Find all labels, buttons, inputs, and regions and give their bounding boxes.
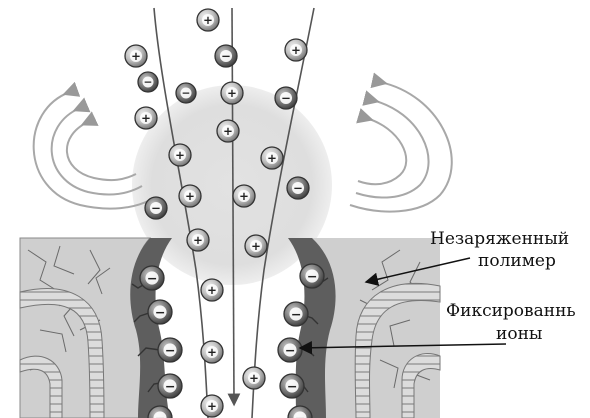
positive-ion: + (233, 185, 255, 207)
uncharged-polymer-label-line2: полимер (478, 251, 556, 271)
right-swirl-arrows (350, 82, 452, 212)
plus-sign: + (175, 148, 185, 162)
left-swirl-arrows (34, 92, 150, 209)
minus-sign: − (182, 88, 191, 100)
plus-sign: + (291, 43, 301, 57)
positive-ion: + (285, 39, 307, 61)
fixed-negative-ion: − (140, 266, 164, 290)
positive-ion: + (201, 279, 223, 301)
minus-sign: − (291, 306, 302, 321)
positive-ion: + (197, 9, 219, 31)
minus-sign: − (281, 91, 291, 105)
positive-ion: + (179, 185, 201, 207)
minus-sign: − (165, 378, 176, 393)
positive-ion: + (201, 341, 223, 363)
positive-ion: + (201, 395, 223, 417)
minus-sign: − (147, 270, 158, 285)
positive-ion: + (221, 82, 243, 104)
minus-sign: − (165, 342, 176, 357)
uncharged-polymer-label-line1: Незаряженный (430, 229, 569, 249)
minus-sign: − (285, 342, 296, 357)
plus-sign: + (267, 151, 277, 165)
plus-sign: + (227, 86, 237, 100)
plus-sign: + (131, 49, 141, 63)
negative-ion: − (138, 72, 158, 92)
minus-sign: − (221, 49, 231, 63)
plus-sign: + (223, 124, 233, 138)
positive-ion: + (135, 107, 157, 129)
positive-ion: + (217, 120, 239, 142)
minus-sign: − (155, 410, 166, 418)
fixed-ions-label-line1: Фиксированнь (446, 301, 576, 321)
fixed-negative-ion: − (278, 338, 302, 362)
negative-ion: − (275, 87, 297, 109)
positive-ion: + (245, 235, 267, 257)
plus-sign: + (239, 189, 249, 203)
negative-ion: − (176, 83, 196, 103)
fixed-ions-label-line2: ионы (496, 324, 542, 344)
plus-sign: + (249, 371, 259, 385)
plus-sign: + (141, 111, 151, 125)
negative-ion: − (215, 45, 237, 67)
minus-sign: − (155, 304, 166, 319)
plus-sign: + (193, 233, 203, 247)
positive-ion: + (169, 144, 191, 166)
fixed-negative-ion: − (148, 300, 172, 324)
fixed-negative-ion: − (158, 374, 182, 398)
minus-sign: − (307, 268, 318, 283)
negative-ion: − (145, 197, 167, 219)
positive-ion: + (125, 45, 147, 67)
negative-ion: − (287, 177, 309, 199)
plus-sign: + (207, 399, 217, 413)
minus-sign: − (144, 77, 153, 89)
plus-sign: + (203, 13, 213, 27)
plus-sign: + (185, 189, 195, 203)
plus-sign: + (251, 239, 261, 253)
plus-sign: + (207, 345, 217, 359)
positive-ion: + (243, 367, 265, 389)
fixed-negative-ion: − (158, 338, 182, 362)
minus-sign: − (295, 410, 306, 418)
minus-sign: − (293, 181, 303, 195)
minus-sign: − (151, 201, 161, 215)
fixed-negative-ion: − (300, 264, 324, 288)
plus-sign: + (207, 283, 217, 297)
positive-ion: + (187, 229, 209, 251)
positive-ion: + (261, 147, 283, 169)
fixed-negative-ion: − (284, 302, 308, 326)
fixed-negative-ion: − (280, 374, 304, 398)
minus-sign: − (287, 378, 298, 393)
